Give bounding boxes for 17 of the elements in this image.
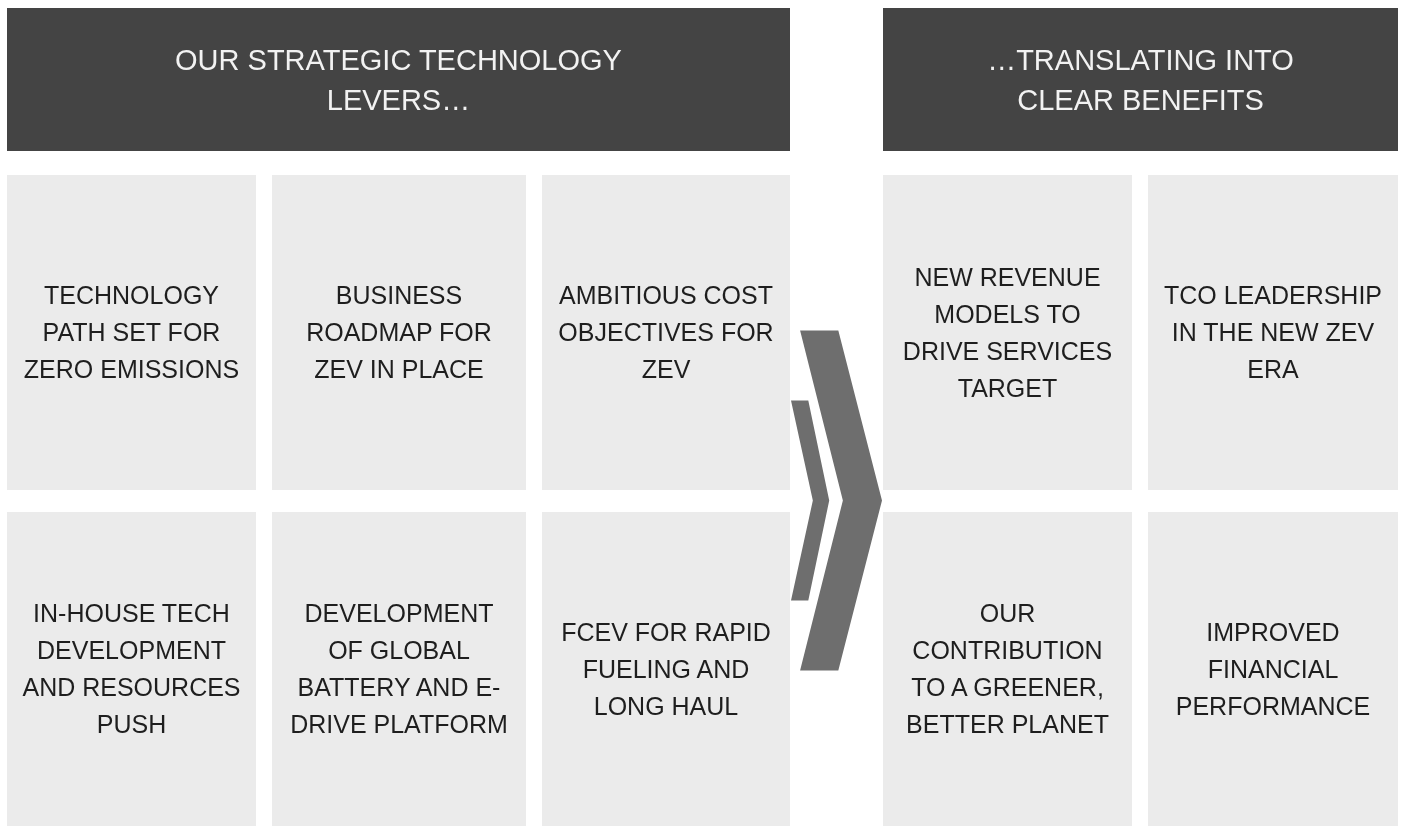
- box-text: BUSINESS ROADMAP FOR ZEV IN PLACE: [305, 280, 493, 385]
- box-text: TCO LEADERSHIP IN THE NEW ZEV ERA: [1162, 280, 1384, 385]
- header-text: OUR STRATEGIC TECHNOLOGY LEVERS…: [174, 42, 623, 118]
- box-text: TECHNOLOGY PATH SET FOR ZERO EMISSIONS: [22, 280, 241, 385]
- header-band: [7, 8, 790, 151]
- lever-box: [542, 512, 790, 826]
- box-text: DEVELOPMENT OF GLOBAL BATTERY AND E-DRIVE PLATFORM: [289, 598, 509, 740]
- header-text: …TRANSLATING INTO CLEAR BENEFITS: [986, 42, 1295, 118]
- box-text: IMPROVED FINANCIAL PERFORMANCE: [1174, 616, 1372, 722]
- box-text: OUR CONTRIBUTION TO A GREENER, BETTER PLANET: [905, 598, 1110, 740]
- box-text: IN-HOUSE TECH DEVELOPMENT AND RESOURCES PUSH: [21, 598, 242, 740]
- box-text: FCEV FOR RAPID FUELING AND LONG HAUL: [560, 616, 772, 722]
- box-text: AMBITIOUS COST OBJECTIVES FOR ZEV: [557, 280, 775, 385]
- box-text: NEW REVENUE MODELS TO DRIVE SERVICES TARGET: [901, 261, 1114, 404]
- lever-box: [542, 175, 790, 490]
- chevron-arrow: [791, 330, 882, 671]
- header-band: [883, 8, 1398, 151]
